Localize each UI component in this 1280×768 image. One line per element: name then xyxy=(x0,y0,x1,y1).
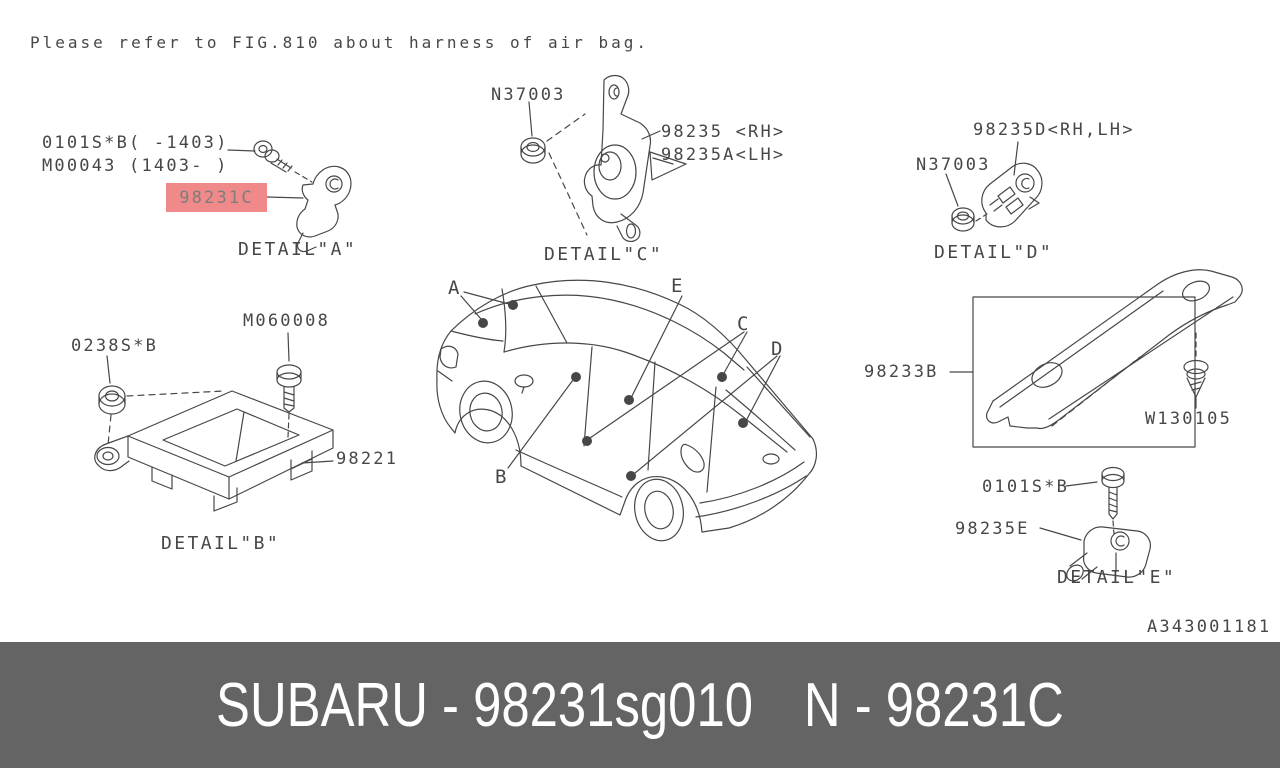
part-label-98221[interactable]: 98221 xyxy=(336,449,399,469)
part-label-98235-rh[interactable]: 98235 <RH> xyxy=(661,122,786,142)
part-label-98235d[interactable]: 98235D<RH,LH> xyxy=(973,120,1135,140)
car-marker-e: E xyxy=(671,275,683,297)
car-marker-d: D xyxy=(771,338,783,360)
detail-c-illustration xyxy=(521,76,686,242)
bracket-box-illustration xyxy=(950,270,1242,447)
detail-b-caption: DETAIL"B" xyxy=(161,533,281,554)
part-label-0101sb-e[interactable]: 0101S*B xyxy=(982,477,1070,497)
part-label-w130105[interactable]: W130105 xyxy=(1145,409,1233,429)
location-dot xyxy=(478,300,748,481)
part-label-m060008[interactable]: M060008 xyxy=(243,311,331,331)
footer-ref-code: N - 98231C xyxy=(803,670,1064,740)
footer-bar: SUBARU - 98231sg010 N - 98231C xyxy=(0,642,1280,768)
part-label-0101sb-1403[interactable]: 0101S*B( -1403) xyxy=(42,133,229,153)
detail-e-caption: DETAIL"E" xyxy=(1057,567,1177,588)
car-marker-c: C xyxy=(737,313,749,335)
part-label-98233b[interactable]: 98233B xyxy=(864,362,939,382)
part-label-n37003-d[interactable]: N37003 xyxy=(916,155,991,175)
figure-number: A343001181 xyxy=(1147,617,1272,637)
part-label-m00043[interactable]: M00043 (1403- ) xyxy=(42,156,229,176)
detail-a-caption: DETAIL"A" xyxy=(238,239,358,260)
detail-c-caption: DETAIL"C" xyxy=(544,244,664,265)
footer-part-code: SUBARU - 98231sg010 xyxy=(216,670,754,740)
part-label-0238sb[interactable]: 0238S*B xyxy=(71,336,159,356)
footer-text-group: SUBARU - 98231sg010 N - 98231C xyxy=(216,670,1064,741)
car-marker-b: B xyxy=(495,466,507,488)
detail-b-illustration xyxy=(95,333,333,511)
detail-e-illustration xyxy=(1040,468,1150,585)
part-label-n37003-c[interactable]: N37003 xyxy=(491,85,566,105)
detail-a-illustration xyxy=(228,141,351,252)
car-marker-a: A xyxy=(448,277,460,299)
part-label-98235a-lh[interactable]: 98235A<LH> xyxy=(661,145,786,165)
harness-note: Please refer to FIG.810 about harness of… xyxy=(30,33,650,52)
detail-d-caption: DETAIL"D" xyxy=(934,242,1054,263)
part-label-98235e[interactable]: 98235E xyxy=(955,519,1030,539)
highlighted-part-label-98231c[interactable]: 98231C xyxy=(166,183,267,212)
diagram-line-art xyxy=(0,0,1280,645)
car-illustration xyxy=(437,280,817,545)
detail-d-illustration xyxy=(946,142,1042,231)
